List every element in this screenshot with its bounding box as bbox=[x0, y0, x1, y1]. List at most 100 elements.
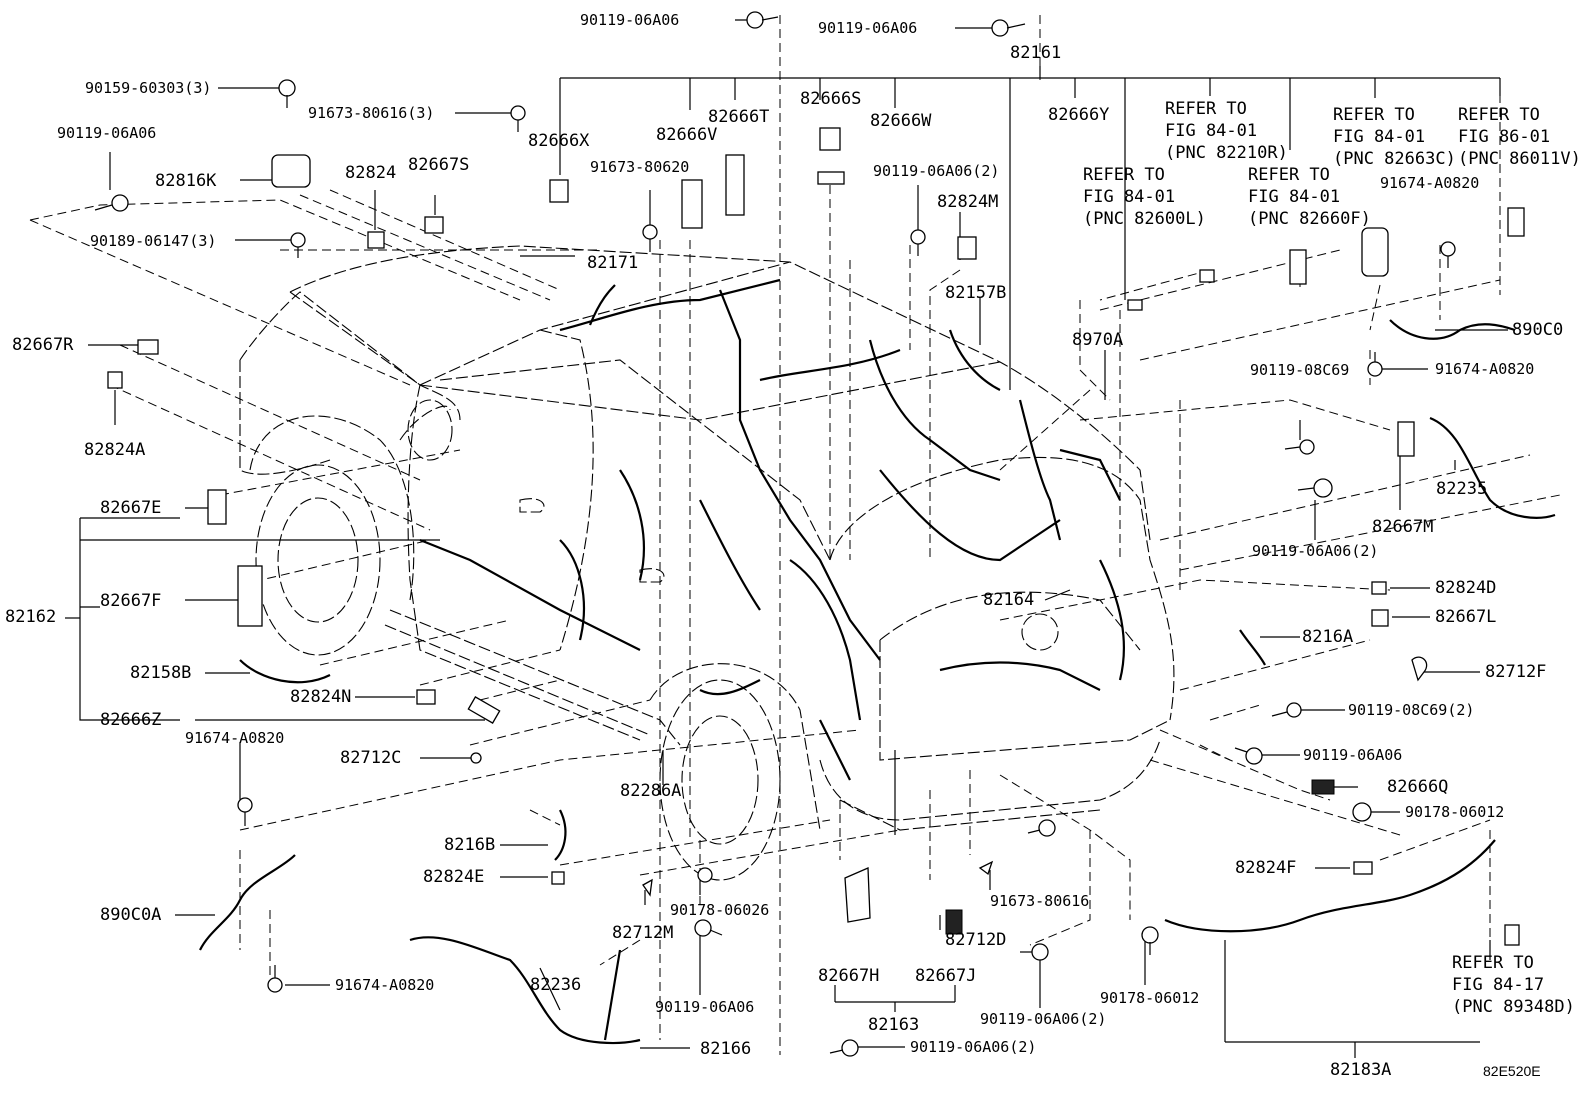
label-8216B: 8216B bbox=[444, 835, 495, 855]
bolt-icon bbox=[1234, 747, 1263, 765]
label-82824E: 82824E bbox=[423, 867, 484, 887]
label-82712D: 82712D bbox=[945, 930, 1006, 950]
label-90189-06147: 90189-06147(3) bbox=[90, 232, 216, 250]
harness-890C0 bbox=[1389, 319, 1516, 340]
bolt-icon bbox=[1141, 926, 1159, 955]
svg-text:(PNC 82210R): (PNC 82210R) bbox=[1165, 143, 1288, 163]
label-82824F: 82824F bbox=[1235, 858, 1296, 878]
part-glyphs bbox=[94, 11, 1556, 1057]
label-82666Q: 82666Q bbox=[1387, 777, 1448, 797]
ref-note-82660F: REFER TO FIG 84-01 (PNC 82660F) bbox=[1248, 165, 1371, 229]
label-82235: 82235 bbox=[1436, 479, 1487, 499]
label-91673-80616: 91673-80616 bbox=[990, 892, 1089, 910]
assembly-leader-lines bbox=[29, 15, 1561, 1055]
clip-icon bbox=[416, 689, 436, 705]
grommet-icon bbox=[978, 860, 994, 876]
harness-82216A bbox=[1239, 629, 1266, 666]
clip-icon bbox=[137, 339, 159, 355]
bracket-icon bbox=[725, 154, 745, 216]
svg-text:FIG 84-17: FIG 84-17 bbox=[1452, 975, 1544, 995]
label-82712C: 82712C bbox=[340, 748, 401, 768]
label-82667R: 82667R bbox=[12, 335, 74, 355]
sensor-icon bbox=[1289, 249, 1307, 285]
label-890C0A: 890C0A bbox=[100, 905, 161, 925]
label-91674-A0820: 91674-A0820 bbox=[1435, 360, 1534, 378]
bolt-icon bbox=[1367, 352, 1383, 377]
svg-text:REFER TO: REFER TO bbox=[1248, 165, 1330, 185]
label-82824D: 82824D bbox=[1435, 578, 1496, 598]
label-82666V: 82666V bbox=[656, 125, 717, 145]
bolt-icon bbox=[1027, 819, 1056, 837]
svg-text:REFER TO: REFER TO bbox=[1458, 105, 1540, 125]
bolt-icon bbox=[991, 19, 1026, 37]
harness-82216B bbox=[554, 809, 567, 861]
label-82183A: 82183A bbox=[1330, 1060, 1391, 1080]
label-91674-A0820: 91674-A0820 bbox=[1380, 174, 1479, 192]
bolt-icon bbox=[1271, 702, 1302, 718]
bracket-icon bbox=[844, 867, 871, 923]
label-90119-06A06: 90119-06A06 bbox=[1303, 746, 1402, 764]
label-90119-06A06: 90119-06A06 bbox=[655, 998, 754, 1016]
svg-text:REFER TO: REFER TO bbox=[1083, 165, 1165, 185]
bracket-icon bbox=[1397, 421, 1415, 457]
label-82667F: 82667F bbox=[100, 591, 161, 611]
bolt-icon bbox=[94, 194, 129, 212]
label-90119-06A06: 90119-06A06 bbox=[580, 11, 679, 29]
svg-text:FIG 84-01: FIG 84-01 bbox=[1248, 187, 1340, 207]
label-91674-A0820: 91674-A0820 bbox=[335, 976, 434, 994]
bolt-icon bbox=[1020, 943, 1049, 961]
label-82667M: 82667M bbox=[1372, 517, 1433, 537]
bolt-icon bbox=[267, 965, 283, 993]
svg-text:REFER TO: REFER TO bbox=[1452, 953, 1534, 973]
label-82666W: 82666W bbox=[870, 111, 932, 131]
label-82824M: 82824M bbox=[937, 192, 998, 212]
label-82666X: 82666X bbox=[528, 131, 590, 151]
svg-text:REFER TO: REFER TO bbox=[1165, 99, 1247, 119]
clip-icon bbox=[1371, 609, 1389, 627]
label-90119-06A06: 90119-06A06 bbox=[57, 124, 156, 142]
bolt-icon bbox=[510, 105, 526, 132]
grommet-icon bbox=[470, 752, 482, 764]
label-82161: 82161 bbox=[1010, 43, 1061, 63]
connector-icon bbox=[549, 179, 569, 203]
label-82824: 82824 bbox=[345, 163, 396, 183]
bolt-icon bbox=[746, 11, 779, 29]
harness-82183A bbox=[1164, 839, 1496, 933]
label-90159-60303: 90159-60303(3) bbox=[85, 79, 211, 97]
bolt-icon bbox=[278, 79, 296, 108]
label-82666Y: 82666Y bbox=[1048, 105, 1109, 125]
label-82667L: 82667L bbox=[1435, 607, 1496, 627]
harness-82158B bbox=[239, 659, 331, 684]
label-82236: 82236 bbox=[530, 975, 581, 995]
label-82712F: 82712F bbox=[1485, 662, 1546, 682]
harness-82166 bbox=[603, 949, 622, 1041]
ref-note-86011V: REFER TO FIG 86-01 (PNC 86011V) bbox=[1458, 105, 1581, 169]
label-82667S: 82667S bbox=[408, 155, 469, 175]
bolt-icon bbox=[1297, 478, 1333, 498]
label-82667H: 82667H bbox=[818, 966, 879, 986]
clip-icon bbox=[1127, 299, 1143, 311]
label-82163: 82163 bbox=[868, 1015, 919, 1035]
bracket-icon bbox=[207, 489, 227, 525]
grommet-icon bbox=[642, 878, 653, 897]
svg-text:(PNC 82660F): (PNC 82660F) bbox=[1248, 209, 1371, 229]
label-90178-06026: 90178-06026 bbox=[670, 901, 769, 919]
label-90119-06A06-2: 90119-06A06(2) bbox=[910, 1038, 1036, 1056]
ref-note-82600L: REFER TO FIG 84-01 (PNC 82600L) bbox=[1083, 165, 1206, 229]
svg-text:FIG 84-01: FIG 84-01 bbox=[1165, 121, 1257, 141]
bolt-icon bbox=[237, 797, 253, 826]
svg-text:(PNC 82600L): (PNC 82600L) bbox=[1083, 209, 1206, 229]
label-82666T: 82666T bbox=[708, 107, 769, 127]
bolt-icon bbox=[694, 919, 723, 937]
bolt-icon bbox=[290, 232, 306, 258]
bolt-icon bbox=[1284, 439, 1315, 455]
svg-text:(PNC 82663C): (PNC 82663C) bbox=[1333, 149, 1456, 169]
label-90119-08C69: 90119-08C69 bbox=[1250, 361, 1349, 379]
clip-icon bbox=[1353, 861, 1373, 875]
vehicle-body-outline bbox=[239, 245, 1175, 881]
connector-icon bbox=[1504, 924, 1520, 946]
bolt-icon bbox=[1352, 802, 1372, 822]
svg-text:REFER TO: REFER TO bbox=[1333, 105, 1415, 125]
label-82816K: 82816K bbox=[155, 171, 217, 191]
